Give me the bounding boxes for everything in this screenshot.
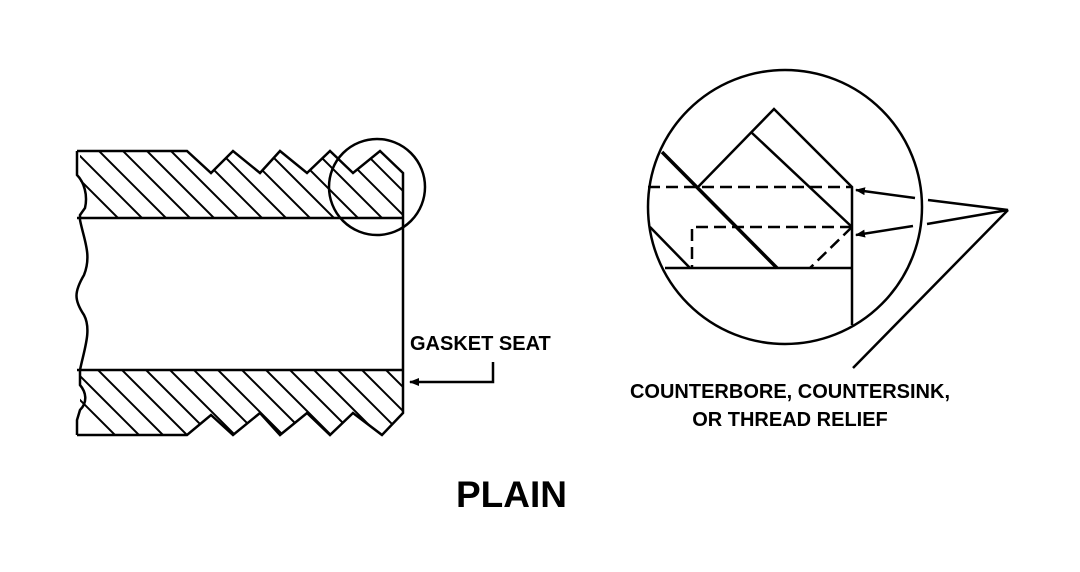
- hatch-line: [375, 370, 403, 435]
- countersink-dashed-line: [809, 226, 853, 269]
- top-wall-hatching: [80, 140, 538, 230]
- hatch-line: [207, 370, 294, 435]
- thread-relief-dashed-line: [690, 225, 852, 268]
- detail-circle-marker: [327, 137, 427, 237]
- detail-thread-outline: [697, 107, 854, 325]
- section-view: [75, 137, 538, 445]
- gasket-seat-label: GASKET SEAT: [410, 333, 551, 355]
- hatch-line: [351, 151, 403, 218]
- detail-view: [646, 68, 1009, 369]
- bottom-wall-hatching: [80, 360, 533, 445]
- top-thread-profile: [77, 149, 405, 437]
- hatch-line: [159, 151, 251, 218]
- detail-circle: [646, 68, 924, 346]
- hatch-line: [327, 370, 403, 435]
- diagram-title: PLAIN: [456, 474, 567, 515]
- relief-leader-long: [852, 209, 1009, 369]
- hatch-line: [448, 360, 533, 445]
- hatch-line: [80, 151, 131, 218]
- hatch-line: [279, 151, 371, 218]
- break-line: [75, 151, 89, 435]
- hatch-line: [111, 370, 198, 435]
- hatch-line: [80, 370, 150, 435]
- hatch-line: [424, 140, 514, 230]
- hatch-line: [375, 151, 403, 218]
- hatch-line: [135, 370, 222, 435]
- relief-arrow-2: [855, 224, 914, 238]
- hatch-line: [303, 370, 390, 435]
- relief-arrow-1: [855, 187, 916, 200]
- hatch-line: [279, 370, 366, 435]
- gasket-seat-arrow: [409, 362, 495, 386]
- hatch-line: [111, 151, 203, 218]
- hatch-line: [159, 370, 246, 435]
- hatch-line: [448, 140, 538, 230]
- hatch-line: [135, 151, 227, 218]
- hatch-line: [399, 370, 403, 435]
- relief-label-line2: OR THREAD RELIEF: [692, 409, 888, 431]
- hatch-line: [303, 151, 395, 218]
- hatch-line: [231, 370, 318, 435]
- hatch-line: [87, 370, 174, 435]
- hatch-line: [351, 370, 403, 435]
- hatch-line: [80, 370, 126, 435]
- hatch-line: [424, 360, 509, 445]
- relief-leader: [926, 198, 1009, 226]
- relief-label: COUNTERBORE, COUNTERSINK, OR THREAD RELI…: [560, 378, 1020, 434]
- relief-label-line1: COUNTERBORE, COUNTERSINK,: [629, 381, 950, 403]
- hatch-line: [80, 151, 155, 218]
- hatch-line: [87, 151, 179, 218]
- hatch-line: [183, 370, 270, 435]
